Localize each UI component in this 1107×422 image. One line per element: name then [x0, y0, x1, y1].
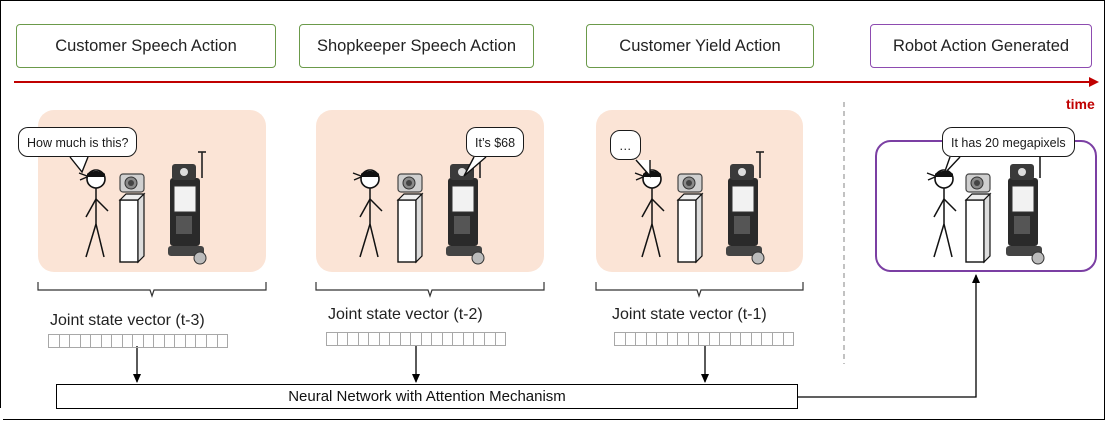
- action-label: Robot Action Generated: [892, 36, 1070, 55]
- arrow-output: [798, 274, 980, 398]
- action-box-shopkeeper-speech: Shopkeeper Speech Action: [299, 24, 534, 68]
- joint-state-label-1: Joint state vector (t-3): [50, 312, 205, 329]
- action-box-customer-speech: Customer Speech Action: [16, 24, 276, 68]
- action-box-customer-yield: Customer Yield Action: [586, 24, 814, 68]
- brace-1: [37, 282, 267, 298]
- action-label: Shopkeeper Speech Action: [316, 36, 517, 55]
- neural-network-label: Neural Network with Attention Mechanism: [288, 388, 566, 405]
- neural-network-box: Neural Network with Attention Mechanism: [56, 384, 798, 409]
- joint-state-label-2: Joint state vector (t-2): [328, 306, 483, 323]
- frame-gap: [0, 408, 3, 422]
- state-vector-1: [48, 334, 228, 348]
- time-label: time: [1066, 96, 1095, 112]
- action-label: Customer Speech Action: [55, 36, 237, 55]
- speech-bubble-robot: It has 20 megapixels: [942, 127, 1075, 157]
- state-vector-2: [326, 332, 506, 346]
- joint-state-label-3: Joint state vector (t-1): [612, 306, 767, 323]
- state-vector-3: [614, 332, 794, 346]
- speech-bubble-2: It’s $68: [466, 127, 525, 157]
- brace-2: [315, 282, 545, 298]
- speech-bubble-1: How much is this?: [18, 127, 138, 157]
- brace-3: [595, 282, 804, 298]
- action-box-robot-generated: Robot Action Generated: [870, 24, 1092, 68]
- speech-bubble-3: …: [610, 130, 641, 160]
- action-label: Customer Yield Action: [619, 36, 781, 55]
